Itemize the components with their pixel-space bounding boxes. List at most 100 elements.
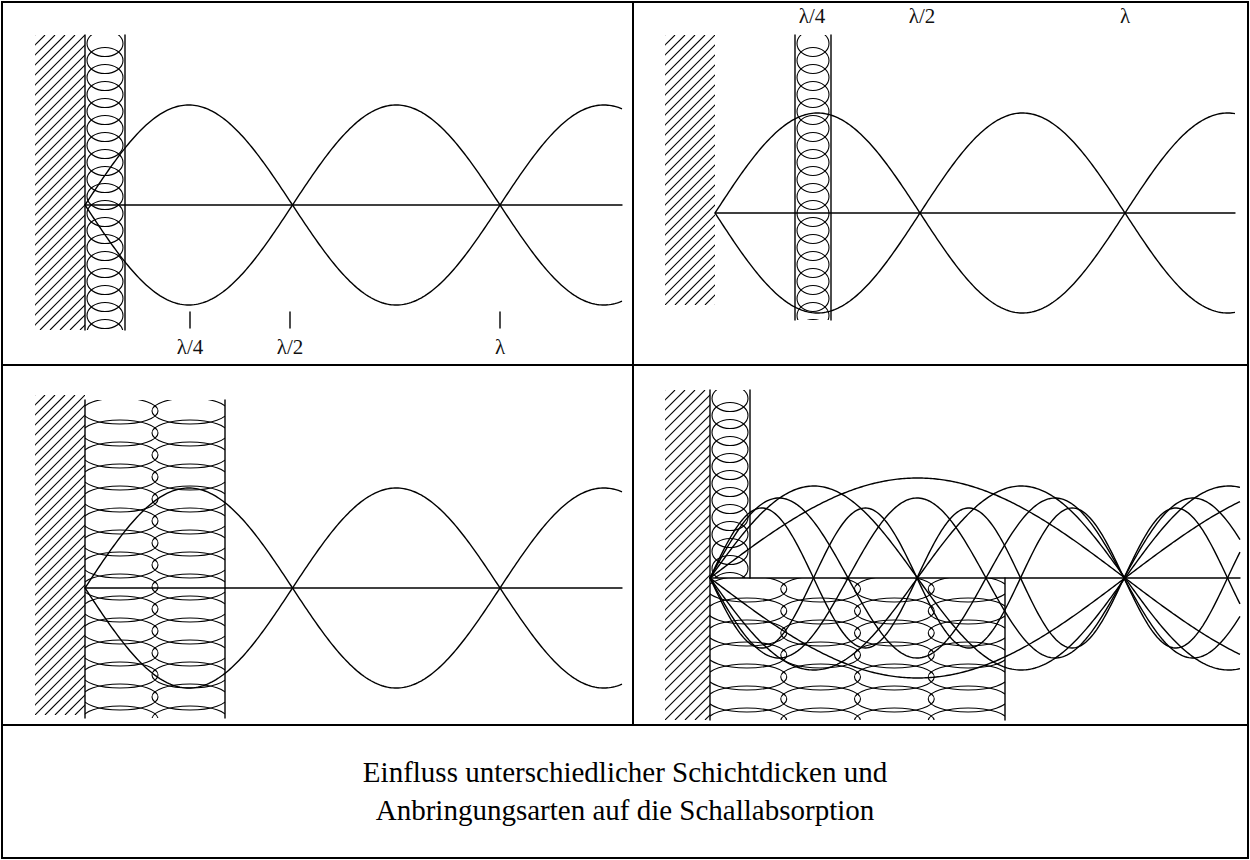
line	[84, 35, 85, 330]
line	[84, 400, 85, 718]
fibre-loop	[87, 303, 123, 329]
fibre-loop	[87, 269, 123, 295]
hatch-line	[665, 35, 715, 305]
hatch-line	[665, 390, 710, 720]
line	[224, 400, 225, 718]
hatch-line	[55, 395, 85, 715]
hatch-line	[35, 35, 85, 330]
hatch-line	[35, 35, 85, 330]
standing-wave	[710, 486, 1240, 670]
fibre-loop	[712, 573, 748, 579]
fibre-loop	[712, 420, 748, 446]
fibre-loop	[87, 48, 123, 74]
hatch-line	[35, 395, 85, 715]
hatch-line	[705, 390, 710, 720]
hatch-line	[665, 35, 715, 305]
hatch-line	[40, 35, 85, 330]
absorber-fill	[797, 35, 829, 320]
hatch-line	[665, 390, 710, 720]
hatch-line	[35, 35, 85, 330]
standing-wave	[85, 488, 622, 688]
wavelength-label: λ/2	[907, 5, 938, 28]
line	[85, 204, 622, 205]
fibre-loop	[85, 706, 158, 718]
absorber-fill	[87, 35, 123, 330]
hatch-line	[665, 35, 715, 305]
standing-wave	[715, 113, 1235, 313]
hatch-line	[35, 35, 85, 330]
wall-hatching	[35, 395, 85, 715]
standing-wave	[710, 508, 1240, 648]
fibre-loop	[87, 65, 123, 91]
fibre-loop	[797, 303, 829, 321]
line	[749, 390, 750, 578]
wavelength-label: λ/2	[275, 336, 306, 359]
fibre-loop	[87, 235, 123, 261]
standing-wave	[85, 105, 622, 305]
hatch-line	[665, 390, 710, 720]
hatch-line	[35, 395, 85, 715]
hatch-line	[665, 390, 710, 720]
wall-hatching	[35, 35, 85, 330]
hatch-line	[665, 390, 710, 720]
standing-wave	[710, 498, 1240, 658]
fibre-loop	[87, 150, 123, 176]
hatch-line	[665, 390, 710, 720]
wavelength-label: λ	[1118, 5, 1132, 28]
fibre-loop	[87, 35, 123, 57]
fibre-loop	[87, 286, 123, 312]
hatch-line	[665, 390, 710, 720]
absorber-fill	[85, 400, 225, 718]
fibre-loop	[797, 65, 829, 91]
hatch-line	[665, 35, 715, 305]
hatch-line	[665, 390, 710, 720]
wall-hatching	[665, 390, 710, 720]
hatch-line	[665, 390, 710, 720]
fibre-loop	[87, 133, 123, 159]
standing-wave	[715, 113, 1235, 313]
hatch-line	[665, 390, 710, 720]
hatch-line	[695, 390, 710, 720]
fibre-loop	[928, 708, 1005, 720]
hatch-line	[665, 390, 710, 720]
fibre-loop	[712, 505, 748, 531]
fibre-loop	[797, 150, 829, 176]
hatch-line	[665, 390, 710, 720]
line	[709, 390, 710, 720]
hatch-line	[35, 395, 85, 715]
line	[85, 587, 622, 588]
hatch-line	[35, 35, 85, 330]
hatch-line	[665, 35, 715, 305]
standing-wave	[85, 105, 622, 305]
hatch-line	[665, 390, 710, 720]
hatch-line	[35, 35, 85, 330]
fibre-loop	[797, 99, 829, 125]
hatch-line	[665, 390, 710, 720]
line	[710, 577, 1240, 578]
tick-mark	[289, 312, 290, 328]
hatch-line	[685, 390, 710, 720]
hatch-line	[695, 35, 715, 305]
fibre-loop	[87, 116, 123, 142]
hatch-line	[665, 390, 710, 720]
fibre-loop	[710, 708, 787, 720]
line	[715, 212, 1235, 213]
standing-wave	[85, 488, 622, 688]
hatch-line	[35, 35, 85, 330]
fibre-loop	[712, 390, 748, 412]
hatch-line	[665, 390, 710, 720]
hatch-line	[665, 390, 710, 720]
hatch-line	[685, 35, 715, 305]
standing-wave	[710, 486, 1240, 670]
hatch-line	[665, 35, 715, 305]
hatch-line	[35, 35, 85, 330]
hatch-line	[665, 35, 715, 305]
hatch-line	[75, 395, 85, 715]
hatch-line	[665, 390, 710, 720]
hatch-line	[35, 35, 85, 330]
fibre-loop	[712, 488, 748, 514]
fibre-loop	[712, 454, 748, 480]
hatch-line	[665, 390, 710, 720]
fibre-loop	[797, 269, 829, 295]
fibre-loop	[712, 403, 748, 429]
